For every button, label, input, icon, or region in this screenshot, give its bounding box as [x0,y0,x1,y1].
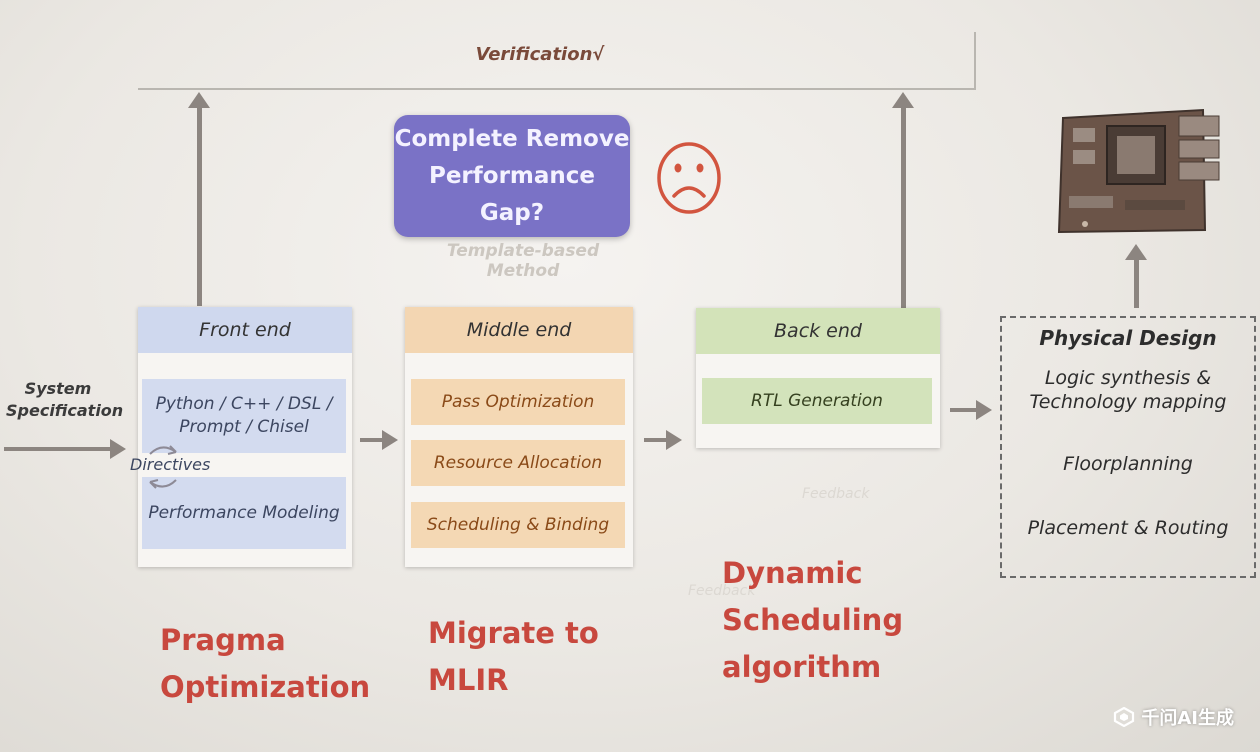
placement-routing-item: Placement & Routing [1027,517,1229,539]
migrate-mlir-label: Migrate to MLIR [428,610,599,704]
floorplanning-item: Floorplanning [1063,453,1193,475]
back-end-up-arrow-line [901,106,906,308]
verification-label: Verification√ [475,44,605,65]
middle-back-arrow-line [644,438,668,442]
watermark-logo-icon [1114,707,1135,727]
dynamic-scheduling-label: Dynamic Scheduling algorithm [722,550,903,691]
dynamic-line2: Scheduling [722,603,904,637]
rtl-generation-item: RTL Generation [702,378,932,424]
back-physical-arrowhead [976,400,992,420]
performance-gap-line2: Performance Gap? [428,162,596,226]
performance-gap-line1: Complete Remove [394,125,630,152]
physical-up-arrow-line [1134,258,1139,308]
pass-optimization-item: Pass Optimization [411,379,625,425]
system-specification-label: System Specification [6,378,124,422]
verification-line [138,32,976,90]
watermark: 千问AI生成 [1113,704,1234,730]
mlir-line1: Migrate to [428,616,599,650]
system-spec-line1: System [24,379,92,398]
template-method-label: Template-based Method [446,241,600,281]
back-physical-arrow-line [950,408,978,412]
performance-gap-callout: Complete Remove Performance Gap? [394,115,630,237]
fpga-board-icon [1057,108,1220,234]
input-arrowhead [110,439,126,459]
watermark-text: 千问AI生成 [1141,708,1234,729]
performance-modeling-item: Performance Modeling [142,477,346,549]
front-end-up-arrow-line [197,106,202,306]
input-arrow-line [4,447,112,451]
front-middle-arrow-line [360,438,384,442]
feedback-label-2: Feedback [688,583,756,599]
logic-synthesis-item: Logic synthesis & Technology mapping [1002,366,1254,414]
resource-allocation-item: Resource Allocation [411,440,625,486]
physical-design-box: Physical Design Logic synthesis & Techno… [1000,316,1256,578]
system-spec-line2: Specification [6,401,124,420]
front-end-up-arrowhead [188,92,210,108]
back-end-up-arrowhead [892,92,914,108]
logic-synthesis-line2: Technology mapping [1029,391,1227,413]
pragma-line1: Pragma [160,623,286,657]
directives-label: Directives [130,455,211,474]
pragma-line2: Optimization [160,670,371,704]
front-end-languages-line2: Prompt / Chisel [179,417,309,437]
pragma-optimization-label: Pragma Optimization [160,617,370,711]
back-end-title: Back end [696,308,940,354]
dynamic-line1: Dynamic [722,556,863,590]
front-end-card: Front end Python / C++ / DSL / Prompt / … [138,307,352,567]
front-middle-arrowhead [382,430,398,450]
dynamic-line3: algorithm [722,650,882,684]
front-end-languages-line1: Python / C++ / DSL / [155,394,333,414]
physical-design-title: Physical Design [1039,326,1217,350]
physical-up-arrowhead [1125,244,1147,260]
back-end-card: Back end RTL Generation [696,308,940,448]
mlir-line2: MLIR [428,663,509,697]
logic-synthesis-line1: Logic synthesis & [1044,367,1212,389]
rotate-arrows-icon [149,445,177,489]
front-end-languages: Python / C++ / DSL / Prompt / Chisel [142,379,346,453]
middle-end-title: Middle end [405,307,633,353]
scheduling-binding-item: Scheduling & Binding [411,502,625,548]
middle-back-arrowhead [666,430,682,450]
sad-face-icon [657,142,721,214]
feedback-label-1: Feedback [802,486,870,502]
front-end-title: Front end [138,307,352,353]
middle-end-card: Middle end Pass Optimization Resource Al… [405,307,633,567]
